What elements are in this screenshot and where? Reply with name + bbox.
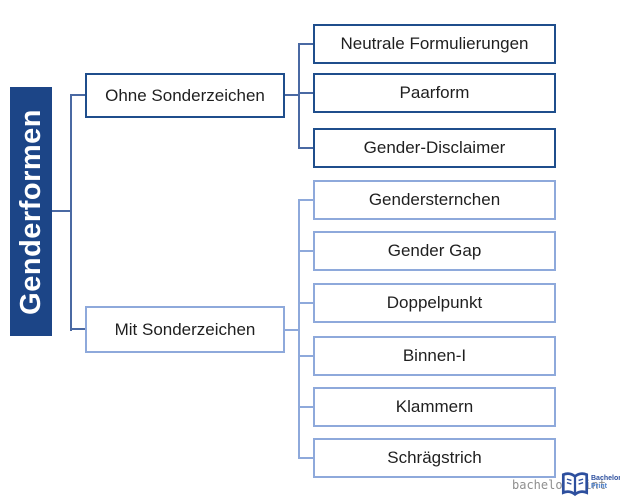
leaf-node-paarform: Paarform [313,73,556,113]
leaf-label: Gender Gap [387,241,482,260]
leaf-label: Gender-Disclaimer [363,138,506,157]
brand-line1: Bachelor [591,475,620,482]
connector-stub-gender-gap [300,250,313,252]
bachelorprint-logo-icon [560,471,590,498]
leaf-label: Klammern [395,397,474,416]
branch-label: Ohne Sonderzeichen [105,85,265,105]
leaf-node-schraegstrich: Schrägstrich [313,438,556,478]
leaf-node-klammern: Klammern [313,387,556,427]
leaf-label: Doppelpunkt [386,293,483,312]
connector-ohne-vertical [298,43,300,149]
leaf-node-gendersternchen: Gendersternchen [313,180,556,220]
leaf-label: Binnen-I [402,346,467,365]
leaf-label: Gendersternchen [368,190,501,209]
connector-stub-neutrale [300,43,313,45]
connector-to-ohne [72,94,85,96]
connector-stub-klammern [300,406,313,408]
connector-ohne-out [285,94,299,96]
leaf-label: Paarform [399,83,470,102]
connector-stub-paarform [300,92,313,94]
connector-stub-schraegstrich [300,457,313,459]
connector-to-mit [72,328,85,330]
connector-stub-doppelpunkt [300,302,313,304]
branch-node-ohne-sonderzeichen: Ohne Sonderzeichen [85,73,285,118]
leaf-node-binnen-i: Binnen-I [313,336,556,376]
brand-label: Bachelor Print [591,475,620,491]
branch-node-mit-sonderzeichen: Mit Sonderzeichen [85,306,285,353]
connector-mit-out [285,329,299,331]
branch-label: Mit Sonderzeichen [114,319,256,339]
root-node-genderformen: Genderformen [10,87,52,336]
connector-trunk-vertical [70,94,72,331]
connector-stub-binnen-i [300,355,313,357]
connector-stub-gendersternchen [300,199,313,201]
brand-line2: Print [591,483,607,490]
connector-mit-vertical [298,199,300,459]
connector-root-trunk [52,210,72,212]
root-label: Genderformen [14,108,47,315]
leaf-label: Schrägstrich [387,448,482,467]
leaf-label: Neutrale Formulierungen [340,34,529,53]
leaf-node-gender-gap: Gender Gap [313,231,556,271]
leaf-node-doppelpunkt: Doppelpunkt [313,283,556,323]
leaf-node-neutrale-formulierungen: Neutrale Formulierungen [313,24,556,64]
connector-stub-gender-disclaimer [300,147,313,149]
leaf-node-gender-disclaimer: Gender-Disclaimer [313,128,556,168]
